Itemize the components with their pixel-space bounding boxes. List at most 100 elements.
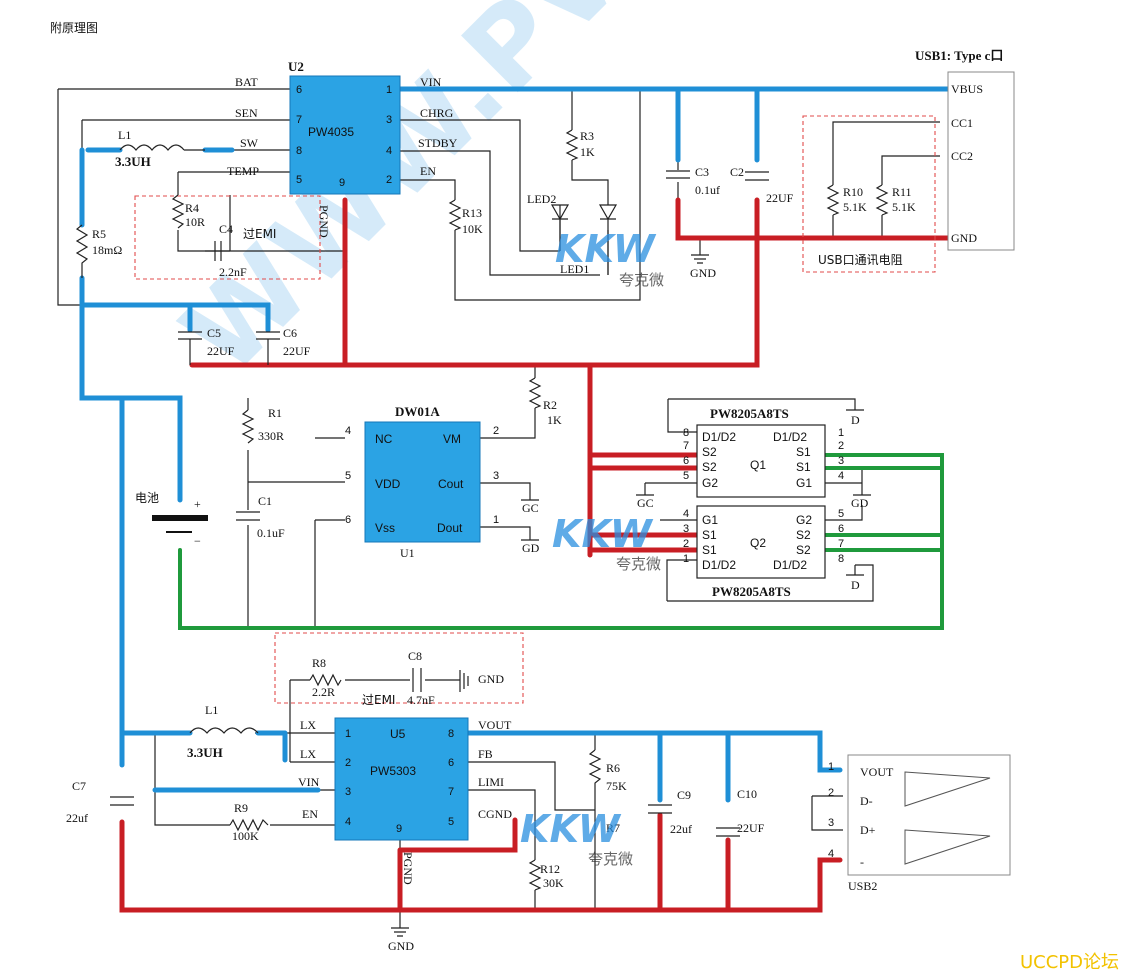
svg-text:1: 1 [386,84,392,96]
u2-part: PW4035 [308,125,354,139]
svg-text:2: 2 [683,538,689,550]
svg-text:330R: 330R [258,429,284,443]
svg-text:GC: GC [637,496,654,510]
svg-text:S1: S1 [796,445,811,459]
svg-text:D: D [851,413,860,427]
svg-text:G2: G2 [702,476,718,490]
svg-text:Vss: Vss [375,521,395,535]
svg-text:LIMI: LIMI [478,775,504,789]
svg-text:C4: C4 [219,222,233,236]
svg-text:7: 7 [448,786,454,798]
u2-ref: U2 [288,59,304,74]
q1-pw8205: PW8205A8TS Q1 8 7 6 5 D1/D2 S2 S2 G2 1 2… [683,406,844,498]
svg-text:STDBY: STDBY [418,136,458,150]
svg-text:R9: R9 [234,801,248,815]
svg-text:4.7nF: 4.7nF [407,693,435,707]
svg-text:30K: 30K [543,876,564,890]
svg-text:100K: 100K [232,829,259,843]
svg-text:2: 2 [386,174,392,186]
svg-text:5.1K: 5.1K [843,200,867,214]
svg-text:VM: VM [443,432,461,446]
svg-text:2: 2 [828,787,834,799]
svg-text:R5: R5 [92,227,106,241]
u1-ref: U1 [400,546,415,560]
svg-text:4: 4 [345,425,351,437]
svg-text:22uf: 22uf [670,822,692,836]
u5-part: PW5303 [370,764,416,778]
svg-text:3.3UH: 3.3UH [115,154,151,169]
svg-text:R4: R4 [185,201,199,215]
svg-text:过EMI: 过EMI [362,693,395,707]
svg-text:4: 4 [386,145,392,157]
svg-text:6: 6 [345,514,351,526]
svg-text:2: 2 [493,425,499,437]
ground-symbols: GND GND GND GC GD GC GD D D [388,254,871,953]
svg-text:R3: R3 [580,129,594,143]
svg-text:+: + [194,497,201,511]
svg-text:R2: R2 [543,398,557,412]
leds: LED2 LED1 [527,192,618,276]
svg-text:R8: R8 [312,656,326,670]
wires [57,88,940,928]
svg-text:1: 1 [828,761,834,773]
svg-text:1K: 1K [580,145,595,159]
svg-text:CGND: CGND [478,807,512,821]
svg-text:3: 3 [828,817,834,829]
svg-text:2.2nF: 2.2nF [219,265,247,279]
svg-text:22UF: 22UF [766,191,794,205]
u1-dw01a: DW01A U1 4 5 6 NC VDD Vss 2 3 1 VM Cout … [345,404,499,560]
capacitors: C4 2.2nF 过EMI C3 0.1uf C2 22UF C5 22UF C… [66,165,794,837]
svg-text:1K: 1K [547,413,562,427]
svg-text:2: 2 [838,440,844,452]
svg-text:C6: C6 [283,326,297,340]
svg-text:10R: 10R [185,215,205,229]
svg-text:D: D [851,578,860,592]
svg-text:R6: R6 [606,761,620,775]
svg-text:6: 6 [448,757,454,769]
svg-text:7: 7 [296,114,302,126]
svg-text:9: 9 [396,823,402,835]
svg-text:C1: C1 [258,494,272,508]
svg-text:夸克微: 夸克微 [616,555,661,573]
svg-text:D1/D2: D1/D2 [702,430,736,444]
svg-text:8: 8 [838,553,844,565]
svg-text:22uf: 22uf [66,811,88,825]
svg-text:夸克微: 夸克微 [588,850,633,868]
blue-traces [79,86,951,803]
svg-text:2.2R: 2.2R [312,685,335,699]
svg-text:8: 8 [296,145,302,157]
svg-text:USB2: USB2 [848,879,877,893]
svg-text:S2: S2 [702,460,717,474]
u1-part: DW01A [395,404,440,419]
svg-text:75K: 75K [606,779,627,793]
svg-text:Q1: Q1 [750,458,766,472]
svg-text:S2: S2 [796,528,811,542]
svg-text:1: 1 [838,427,844,439]
svg-text:D1/D2: D1/D2 [702,558,736,572]
kkw-logo-1: KKW 夸克微 [555,227,664,289]
svg-text:5: 5 [683,470,689,482]
svg-text:C7: C7 [72,779,86,793]
svg-text:L1: L1 [118,128,131,142]
svg-text:D1/D2: D1/D2 [773,558,807,572]
svg-text:S1: S1 [702,543,717,557]
svg-text:EN: EN [420,164,436,178]
svg-text:-: - [860,855,864,869]
svg-text:5: 5 [345,470,351,482]
usb-resistor-note: USB口通讯电阻 [818,253,903,267]
svg-text:KKW: KKW [552,512,654,556]
svg-text:Dout: Dout [437,521,463,535]
inductor-l1-top: L1 3.3UH [115,128,205,169]
svg-text:GND: GND [690,266,716,280]
svg-text:3: 3 [386,114,392,126]
svg-text:6: 6 [296,84,302,96]
usb-resistor-box [802,115,936,273]
svg-text:22UF: 22UF [737,821,765,835]
svg-text:5.1K: 5.1K [892,200,916,214]
svg-text:5: 5 [838,508,844,520]
svg-text:Cout: Cout [438,477,464,491]
svg-text:3.3UH: 3.3UH [187,745,223,760]
svg-text:8: 8 [683,427,689,439]
kkw-logo-2: KKW 夸克微 [552,512,661,573]
svg-text:6: 6 [838,523,844,535]
